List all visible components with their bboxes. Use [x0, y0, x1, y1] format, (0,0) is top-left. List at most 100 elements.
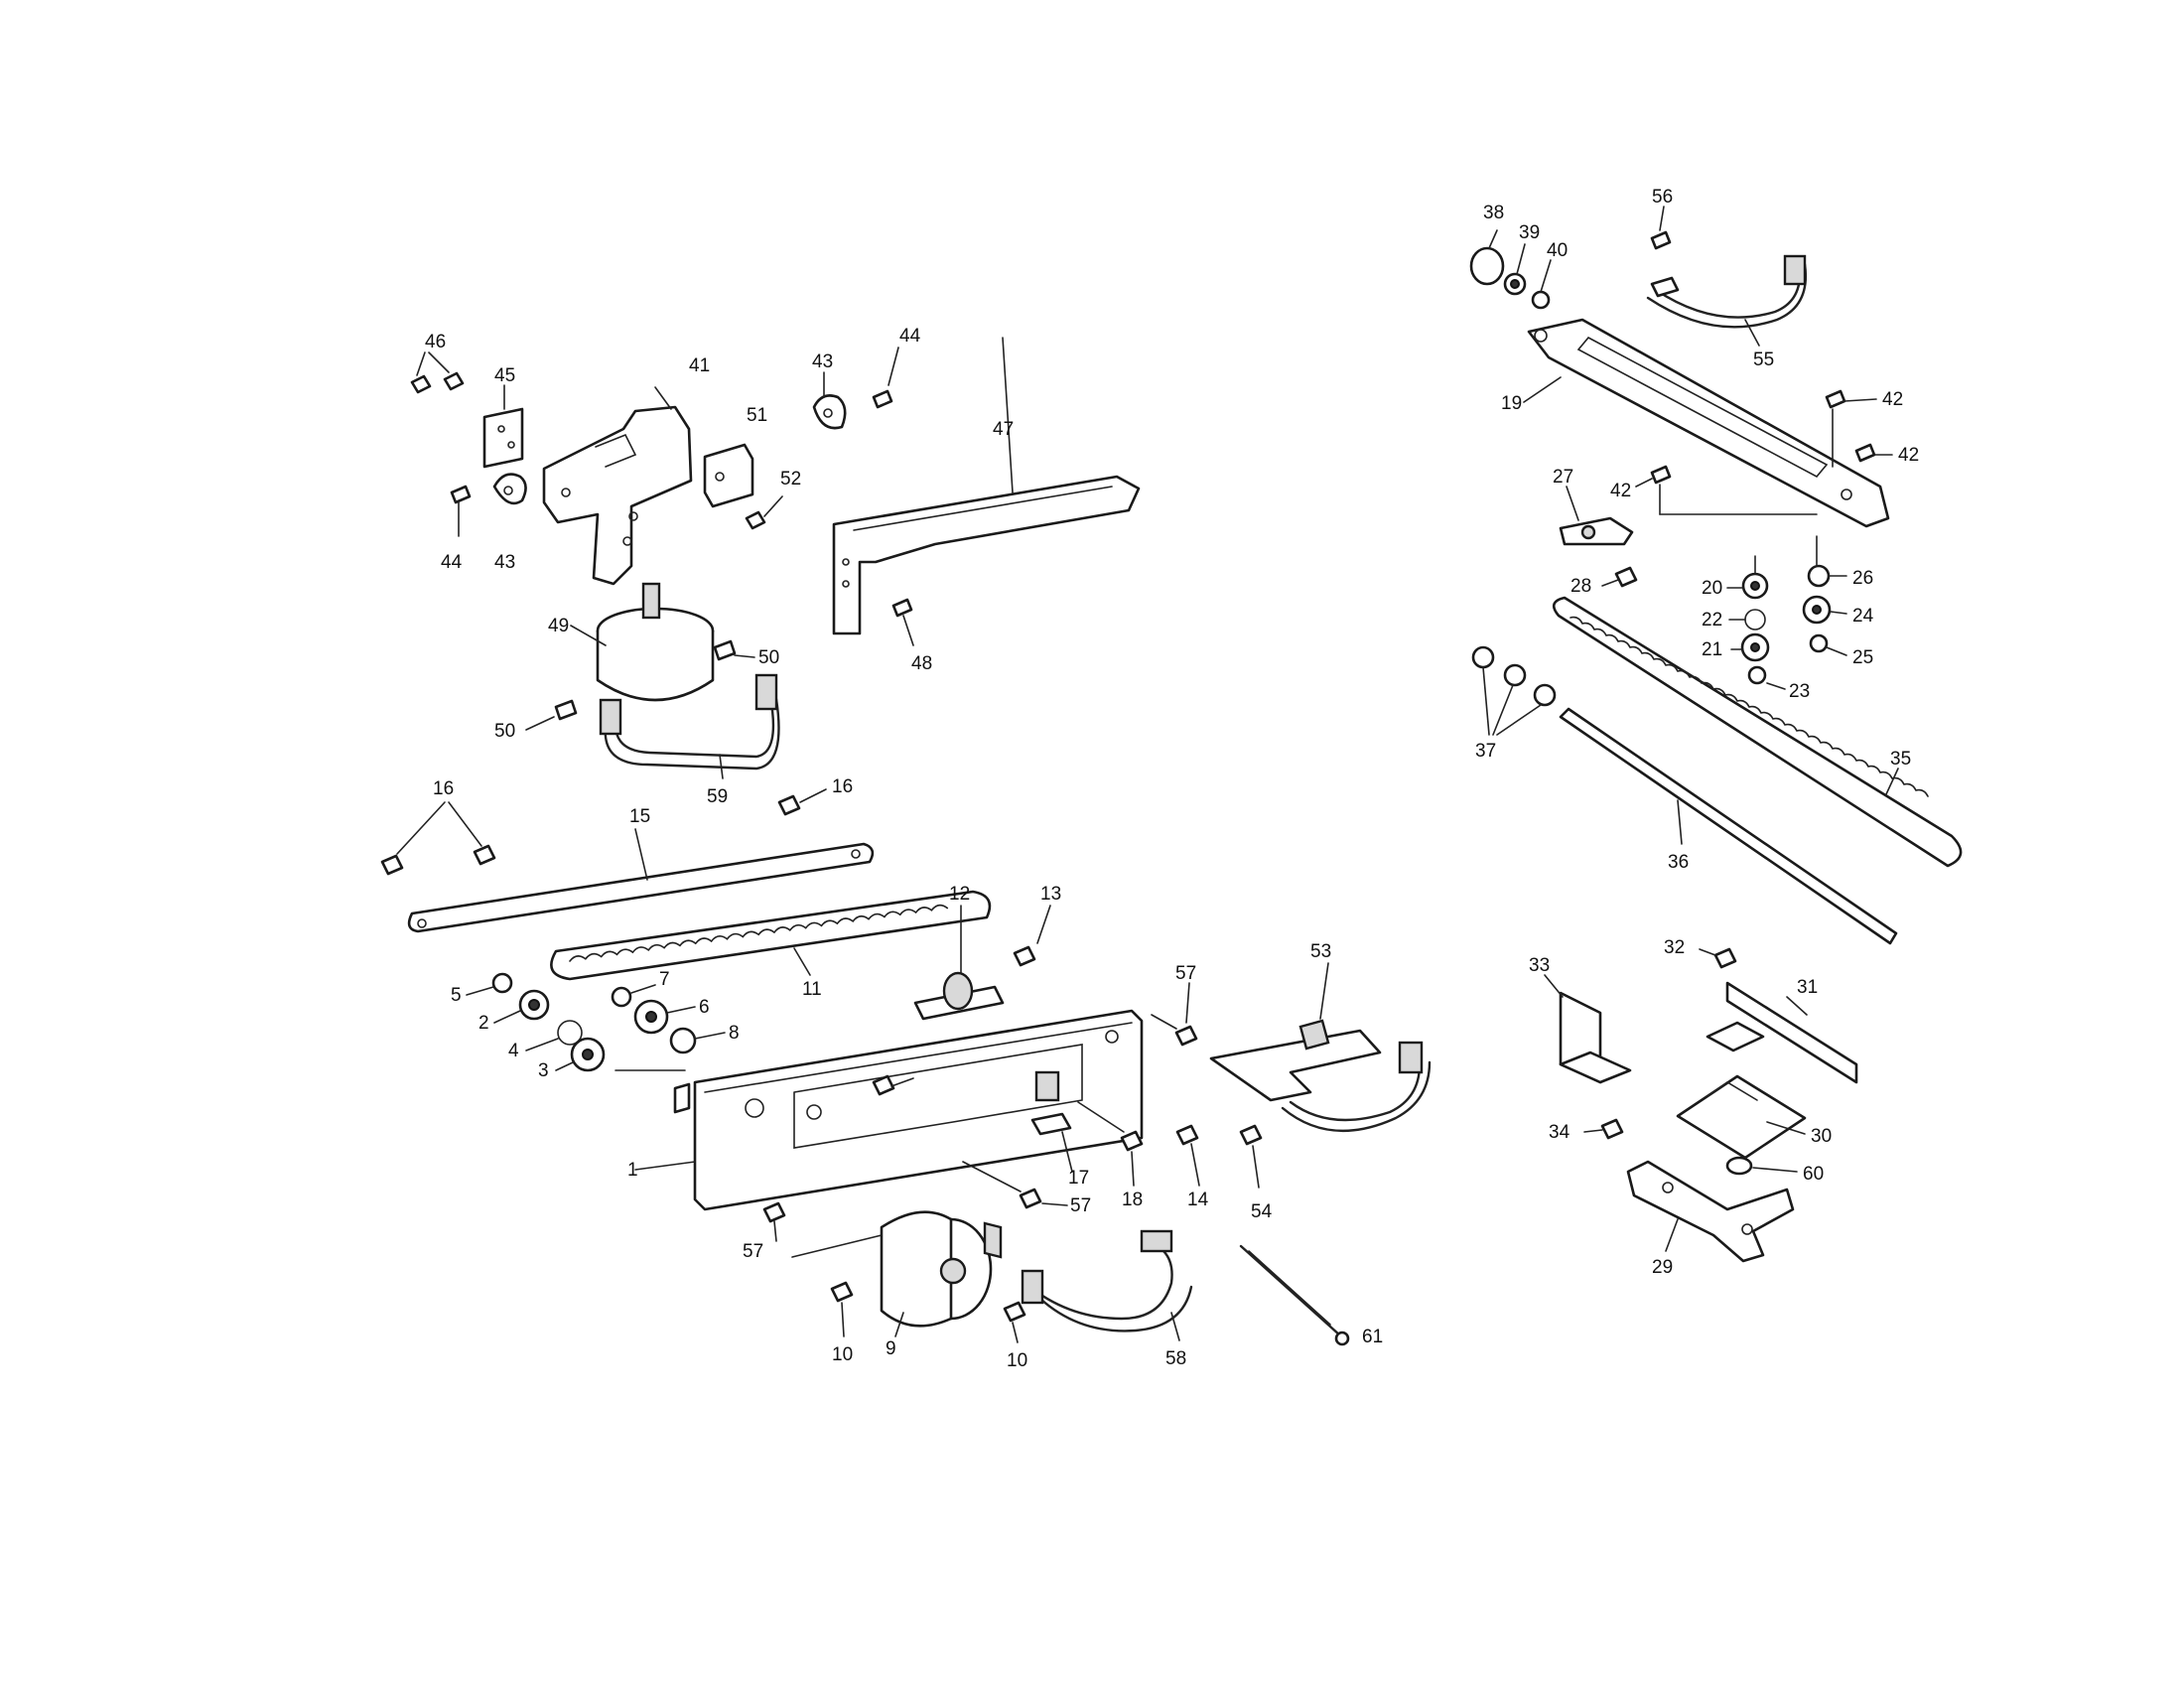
- part-18-14-screws: [1077, 1101, 1200, 1187]
- part-46-screws: [410, 351, 465, 394]
- part-44-screw-top: [872, 347, 899, 409]
- callout-23: 23: [1789, 681, 1810, 702]
- callout-4: 4: [508, 1041, 519, 1061]
- part-35-belt: [1552, 596, 1963, 868]
- part-13-screw: [1013, 905, 1051, 967]
- callout-60: 60: [1803, 1164, 1824, 1185]
- callout-44b: 44: [899, 326, 921, 347]
- callout-49: 49: [548, 616, 569, 636]
- callout-14: 14: [1187, 1190, 1209, 1210]
- callout-16b: 16: [832, 776, 853, 797]
- part-33-bracket: [1544, 974, 1632, 1084]
- callout-46: 46: [425, 332, 446, 352]
- callout-59: 59: [707, 786, 728, 807]
- callout-33: 33: [1529, 955, 1550, 976]
- callout-10a: 10: [832, 1344, 853, 1365]
- part-30-bracket: [1676, 1074, 1807, 1160]
- part-50-screws: [525, 639, 755, 731]
- callout-32: 32: [1664, 937, 1685, 958]
- callout-28: 28: [1570, 576, 1591, 597]
- callout-22: 22: [1702, 610, 1722, 631]
- callout-27: 27: [1553, 467, 1573, 488]
- part-31-bar: [1706, 981, 1858, 1084]
- callout-47: 47: [993, 419, 1014, 440]
- part-43-cam-top: [812, 371, 847, 430]
- part-11-belt: [550, 890, 992, 981]
- callout-37: 37: [1475, 741, 1496, 762]
- callout-41: 41: [689, 355, 710, 376]
- part-16-screw-right: [777, 788, 827, 816]
- part-38-40-rollers: [1469, 229, 1552, 310]
- callout-18: 18: [1122, 1190, 1143, 1210]
- callout-54: 54: [1251, 1201, 1273, 1222]
- part-61-tie: [1239, 1244, 1350, 1346]
- part-49-motor: [570, 582, 715, 702]
- callout-7: 7: [659, 969, 670, 990]
- part-42-screws: [1635, 389, 1893, 515]
- callout-16a: 16: [433, 778, 454, 799]
- callout-51: 51: [747, 405, 767, 426]
- part-frame-screw: [872, 1074, 914, 1096]
- part-34-screw: [1583, 1118, 1624, 1140]
- callout-40: 40: [1547, 240, 1568, 261]
- callout-57b: 57: [1070, 1195, 1091, 1216]
- callout-45: 45: [494, 365, 515, 386]
- callout-13: 13: [1040, 884, 1061, 905]
- callout-26: 26: [1852, 568, 1873, 589]
- callout-15: 15: [629, 806, 650, 827]
- callout-50b: 50: [494, 721, 515, 742]
- callout-56: 56: [1652, 187, 1673, 208]
- callout-21: 21: [1702, 639, 1722, 660]
- part-37-nuts: [1471, 645, 1557, 736]
- part-19-frame: [1523, 318, 1890, 528]
- callout-43a: 43: [494, 552, 515, 573]
- part-gears-right: [1726, 535, 1847, 690]
- part-44-screw-left: [450, 485, 472, 537]
- part-12-bracket: [913, 905, 1005, 1021]
- callout-9: 9: [886, 1338, 896, 1359]
- callout-3: 3: [538, 1060, 549, 1081]
- callout-38: 38: [1483, 203, 1504, 223]
- callout-44a: 44: [441, 552, 463, 573]
- part-47-rail: [832, 337, 1141, 635]
- callout-55: 55: [1753, 350, 1774, 370]
- callout-30: 30: [1811, 1126, 1832, 1147]
- part-52-screw: [745, 495, 783, 530]
- part-53-plate: [1209, 962, 1432, 1133]
- callout-5: 5: [451, 985, 462, 1006]
- part-59-cable: [599, 673, 780, 779]
- callout-39: 39: [1519, 222, 1540, 243]
- callout-11: 11: [802, 979, 822, 1000]
- part-48-screw: [891, 598, 914, 646]
- part-27-28-lever: [1559, 486, 1638, 588]
- part-29-bracket: [1626, 1160, 1795, 1263]
- callout-42a: 42: [1882, 389, 1903, 410]
- callout-43b: 43: [812, 351, 833, 372]
- part-43-cam-left: [492, 473, 527, 505]
- part-60-washer: [1725, 1156, 1798, 1176]
- callout-42c: 42: [1610, 481, 1631, 501]
- callout-53: 53: [1310, 941, 1331, 962]
- callout-10b: 10: [1007, 1350, 1027, 1371]
- callout-25: 25: [1852, 647, 1873, 668]
- callout-61: 61: [1362, 1327, 1383, 1347]
- callout-8: 8: [729, 1023, 740, 1044]
- callout-57c: 57: [743, 1241, 763, 1262]
- part-17-clip: [1030, 1112, 1073, 1173]
- callout-48: 48: [911, 653, 932, 674]
- part-54-screw: [1239, 1124, 1263, 1189]
- part-55-56-cable: [1646, 206, 1808, 347]
- callout-50a: 50: [758, 647, 779, 668]
- part-45-bracket: [482, 384, 524, 469]
- callout-31: 31: [1797, 977, 1818, 998]
- callout-58: 58: [1165, 1348, 1186, 1369]
- part-57-screws: [762, 982, 1198, 1242]
- callout-2: 2: [478, 1013, 489, 1034]
- callout-17: 17: [1068, 1168, 1089, 1189]
- part-51-bracket: [703, 443, 754, 508]
- part-16-screws-left: [380, 801, 496, 876]
- part-41-motor-bracket: [542, 386, 693, 586]
- callout-36: 36: [1668, 852, 1689, 873]
- part-15-bar: [407, 828, 875, 933]
- callout-1: 1: [627, 1160, 638, 1181]
